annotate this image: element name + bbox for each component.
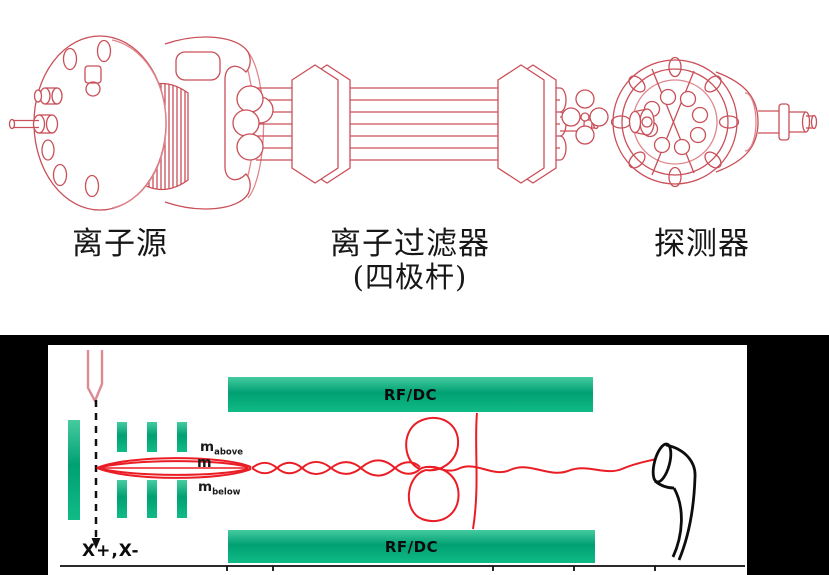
ion-filter-label: 离子过滤器 [330, 226, 490, 262]
detector-label: 探测器 [654, 226, 750, 262]
mass-below-base: m [198, 479, 213, 495]
mass-above-sub: above [214, 447, 244, 458]
schematic-canvas: RF/DC RF/DC mabove m mbelow X+,X- [48, 345, 747, 575]
flange-bolt-holes [610, 56, 740, 188]
schematic-panel: RF/DC RF/DC mabove m mbelow X+,X- [0, 335, 829, 575]
bottom-electrode-label: RF/DC [384, 537, 439, 556]
right-collar [497, 64, 557, 184]
ions-label: X+,X- [82, 541, 140, 561]
quadrupole-drawing [232, 64, 600, 184]
capillary-needle-icon [86, 350, 104, 404]
ion-beam-trajectory [96, 412, 661, 530]
mass-above-base: m [200, 439, 215, 455]
entrance-clover [561, 89, 609, 145]
bottom-electrode-bar [228, 530, 595, 563]
schematic-graphics [60, 350, 745, 571]
baseline-scale [60, 565, 745, 571]
ion-source-label: 离子源 [72, 226, 168, 262]
mass-above-label: mabove [200, 439, 244, 458]
left-collar [291, 64, 351, 184]
components-panel: 离子源 离子过滤器 (四极杆) 探测器 [8, 35, 818, 294]
mass-center-base: m [197, 455, 212, 471]
top-electrode-label: RF/DC [383, 385, 438, 404]
mass-center-label: m [197, 456, 212, 470]
mass-below-label: mbelow [198, 479, 241, 498]
detector-drawing [561, 56, 818, 188]
ion-filter-sublabel: (四极杆) [352, 260, 468, 294]
top-electrode-bar [228, 377, 593, 412]
mass-below-sub: below [212, 487, 241, 498]
lens-electrodes [68, 420, 187, 520]
ion-entry-dashed-arrow [91, 400, 101, 549]
ion-source-drawing [8, 35, 265, 211]
component-line-art [8, 35, 818, 211]
detector-horn-icon [651, 442, 697, 561]
